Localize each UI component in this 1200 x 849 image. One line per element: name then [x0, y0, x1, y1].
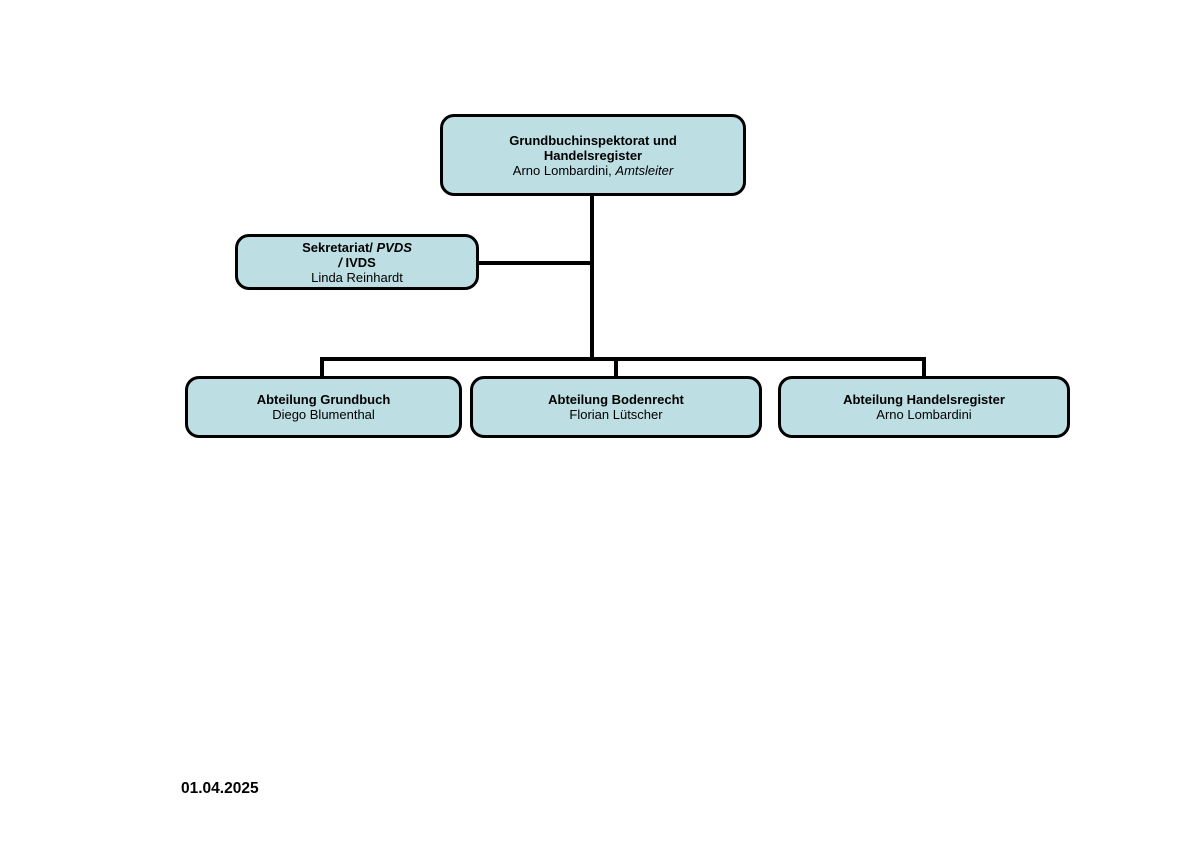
- connector-stub-grundbuch: [320, 357, 324, 378]
- connector-root-vertical: [590, 193, 594, 360]
- node-person-line: Arno Lombardini, Amtsleiter: [513, 163, 673, 178]
- person-name: Linda Reinhardt: [311, 269, 403, 285]
- person-name: Florian Lütscher: [569, 407, 663, 422]
- org-node-root: Grundbuchinspektorat und Handelsregister…: [440, 114, 746, 196]
- person-role: Amtsleiter: [615, 162, 674, 178]
- person-name: Diego Blumenthal: [272, 407, 375, 422]
- org-node-dept-handelsregister: Abteilung Handelsregister Arno Lombardin…: [778, 376, 1070, 438]
- node-title-line: Sekretariat/ PVDS: [302, 240, 412, 255]
- connector-stub-bodenrecht: [614, 357, 618, 378]
- person-name: Arno Lombardini: [876, 407, 972, 422]
- node-title-line: / IVDS: [338, 255, 376, 270]
- node-title-line: Abteilung Grundbuch: [256, 392, 391, 407]
- secretariat-system2: IVDS: [345, 254, 376, 270]
- secretariat-system1: PVDS: [376, 239, 412, 255]
- date-label: 01.04.2025: [181, 780, 259, 797]
- node-title-line: Abteilung Bodenrecht: [548, 392, 684, 407]
- person-name: Arno Lombardini,: [512, 162, 612, 178]
- connector-secretariat-horizontal: [475, 261, 594, 265]
- secretariat-slash: /: [338, 254, 342, 270]
- connector-stub-handelsregister: [922, 357, 926, 378]
- secretariat-title: Sekretariat/: [302, 239, 373, 255]
- node-title-line: Abteilung Handelsregister: [843, 392, 1005, 407]
- org-node-dept-grundbuch: Abteilung Grundbuch Diego Blumenthal: [185, 376, 462, 438]
- node-title-line: Handelsregister: [543, 147, 643, 163]
- connector-distribution-horizontal: [320, 357, 926, 361]
- org-node-dept-bodenrecht: Abteilung Bodenrecht Florian Lütscher: [470, 376, 762, 438]
- node-title-line: Grundbuchinspektorat und: [509, 132, 677, 148]
- org-node-secretariat: Sekretariat/ PVDS / IVDS Linda Reinhardt: [235, 234, 479, 290]
